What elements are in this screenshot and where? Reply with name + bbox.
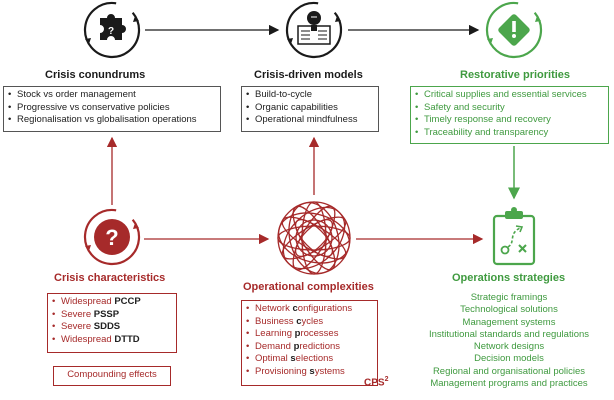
- list-item: Management programs and practices: [430, 378, 588, 390]
- crisis-characteristics-title: Crisis characteristics: [54, 272, 166, 284]
- restorative-priorities-title: Restorative priorities: [460, 69, 571, 81]
- svg-text:?: ?: [105, 225, 118, 250]
- cps-superscript: 2: [384, 376, 389, 383]
- list-item: Demand predictions: [246, 341, 373, 354]
- list-item: Provisioning systems: [246, 366, 373, 379]
- list-item: Operational mindfulness: [246, 114, 374, 127]
- restorative-priorities-box: Critical supplies and essential services…: [410, 86, 609, 144]
- item-bold-letter: c: [296, 315, 302, 327]
- list-item: Technological solutions: [460, 304, 558, 316]
- item-prefix: Severe: [61, 321, 94, 332]
- list-item: Widespread DTTD: [52, 334, 172, 347]
- list-item: Timely response and recovery: [415, 114, 604, 127]
- list-item: Regional and organisational policies: [432, 365, 586, 377]
- list-item: Progressive vs conservative policies: [8, 102, 216, 115]
- item-text: Optimal: [255, 353, 291, 364]
- lightbulb-document-icon: [285, 1, 343, 59]
- crisis-conundrums-title: Crisis conundrums: [45, 69, 146, 81]
- crisis-characteristics-box: Widespread PCCP Severe PSSP Severe SDDS …: [47, 293, 177, 353]
- item-text: elections: [295, 353, 334, 364]
- question-mark-icon: ?: [83, 208, 141, 266]
- operational-complexities-box: Network configurations Business cycles L…: [241, 300, 378, 386]
- list-item: Critical supplies and essential services: [415, 89, 604, 102]
- item-bold-letter: p: [293, 340, 300, 352]
- item-acronym: PCCP: [114, 296, 141, 307]
- restorative-priorities-list: Critical supplies and essential services…: [415, 89, 604, 139]
- operational-complexities-title: Operational complexities: [243, 281, 374, 293]
- list-item: Severe PSSP: [52, 309, 172, 322]
- list-item: Network designs: [473, 341, 545, 353]
- item-prefix: Widespread: [61, 333, 115, 345]
- operations-strategies-title: Operations strategies: [452, 272, 566, 284]
- list-item: Decision models: [474, 353, 544, 365]
- item-text: Business: [255, 315, 297, 327]
- network-sphere-icon: [277, 201, 351, 275]
- list-item: Organic capabilities: [246, 102, 374, 115]
- svg-text:?: ?: [108, 26, 114, 37]
- cps-label: CPS2: [364, 376, 388, 388]
- crisis-conundrums-box: Stock vs order management Progressive vs…: [3, 86, 221, 132]
- item-text: ystems: [314, 365, 345, 377]
- operational-complexities-list: Network configurations Business cycles L…: [246, 303, 373, 378]
- item-text: Learning: [255, 328, 295, 339]
- item-acronym: SDDS: [93, 321, 121, 332]
- list-item: Stock vs order management: [8, 89, 216, 102]
- item-text: rocesses: [300, 328, 339, 339]
- list-item: Learning processes: [246, 328, 373, 341]
- list-item: Build-to-cycle: [246, 89, 374, 102]
- cps-text: CPS: [364, 377, 385, 389]
- item-text: Provisioning: [255, 365, 310, 377]
- item-acronym: PSSP: [93, 308, 120, 320]
- crisis-driven-models-list: Build-to-cycle Organic capabilities Oper…: [246, 89, 374, 127]
- clipboard-strategy-icon: [492, 207, 536, 266]
- list-item: Widespread PCCP: [52, 296, 172, 309]
- item-bold-letter: p: [294, 328, 301, 339]
- item-text: onfigurations: [297, 303, 353, 314]
- item-prefix: Severe: [61, 308, 94, 320]
- list-item: Institutional standards and regulations: [428, 328, 590, 340]
- crisis-driven-models-title: Crisis-driven models: [254, 69, 363, 81]
- operations-strategies-list: Strategic framings Technological solutio…: [404, 292, 614, 390]
- crisis-driven-models-box: Build-to-cycle Organic capabilities Oper…: [241, 86, 379, 132]
- list-item: Traceability and transparency: [415, 127, 604, 140]
- list-item: Regionalisation vs globalisation operati…: [8, 114, 216, 127]
- item-text: Demand: [255, 340, 294, 352]
- item-acronym: DTTD: [114, 333, 140, 345]
- crisis-conundrums-list: Stock vs order management Progressive vs…: [8, 89, 216, 127]
- item-bold-letter: s: [309, 365, 315, 377]
- list-item: Management systems: [462, 316, 556, 328]
- item-text: Network: [255, 303, 293, 314]
- compounding-effects-box: Compounding effects: [53, 366, 171, 386]
- list-item: Network configurations: [246, 303, 373, 316]
- item-bold-letter: c: [292, 303, 298, 314]
- item-text: ycles: [301, 315, 324, 327]
- crisis-characteristics-list: Widespread PCCP Severe PSSP Severe SDDS …: [52, 296, 172, 346]
- list-item: Safety and security: [415, 102, 604, 115]
- diamond-exclamation-icon: [485, 1, 543, 59]
- item-prefix: Widespread: [61, 296, 115, 307]
- item-text: redictions: [299, 340, 341, 352]
- list-item: Severe SDDS: [52, 321, 172, 334]
- item-bold-letter: s: [290, 353, 296, 364]
- list-item: Optimal selections: [246, 353, 373, 366]
- list-item: Strategic framings: [470, 292, 548, 303]
- list-item: Business cycles: [246, 316, 373, 329]
- puzzle-piece-icon: ?: [83, 1, 141, 59]
